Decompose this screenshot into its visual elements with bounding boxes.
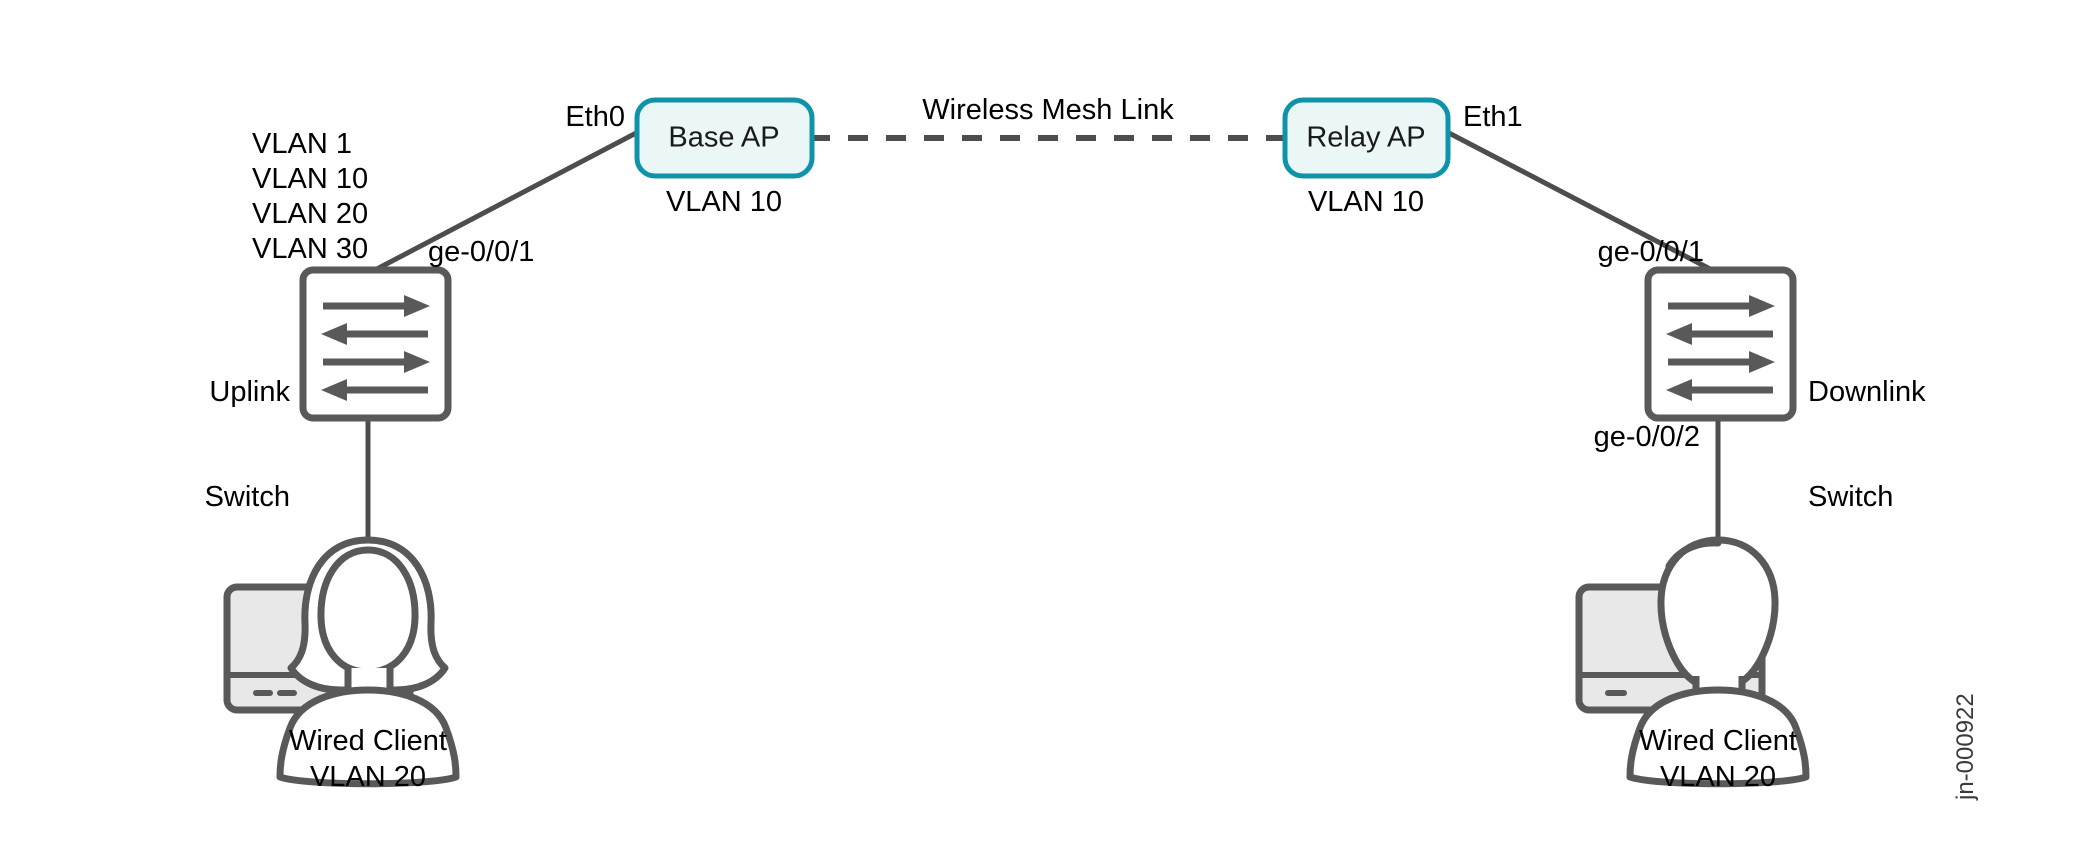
downlink-switch-label-line2: Switch xyxy=(1808,481,1894,513)
base-ap-label: Base AP xyxy=(668,121,780,154)
client-shoulders xyxy=(1626,686,1810,788)
client-head xyxy=(1657,536,1779,690)
relay-ap-label: Relay AP xyxy=(1306,121,1426,154)
vlan-list-item-4: VLAN 30 xyxy=(252,233,369,265)
client-shoulders xyxy=(276,686,460,788)
downlink-switch-uplink-port-label: ge-0/0/1 xyxy=(1597,236,1704,268)
node-relay-ap[interactable] xyxy=(1282,97,1451,179)
downlink-switch-label-line1: Downlink xyxy=(1808,376,1926,408)
right-client-label: Wired Client xyxy=(1639,725,1797,757)
vlan-list-item-3: VLAN 20 xyxy=(252,198,369,230)
client-face xyxy=(317,546,419,676)
icon-uplink-switch[interactable] xyxy=(299,266,452,422)
left-client-label: Wired Client xyxy=(289,725,447,757)
icon-downlink-switch[interactable] xyxy=(1644,266,1797,422)
client-hair xyxy=(1665,539,1722,570)
downlink-switch-access-port-label: ge-0/0/2 xyxy=(1593,421,1700,453)
relay-ap-port-label: Eth1 xyxy=(1463,101,1523,133)
switch-icon-body xyxy=(1644,266,1797,422)
uplink-switch-port-label: ge-0/0/1 xyxy=(428,236,535,268)
relay-ap-vlan-label: VLAN 10 xyxy=(1307,186,1425,218)
icon-right-wired-client[interactable] xyxy=(1575,536,1810,788)
base-ap-box xyxy=(634,97,815,179)
left-client-vlan-label: VLAN 20 xyxy=(309,761,427,793)
switch-icon-body xyxy=(299,266,452,422)
base-ap-vlan-label: VLAN 10 xyxy=(665,186,783,218)
vlan-list-item-1: VLAN 1 xyxy=(252,128,352,160)
watermark-label: jn-000922 xyxy=(1952,693,1979,800)
downlink-switch-label: Downlink Switch xyxy=(1808,305,1926,585)
icon-left-wired-client[interactable] xyxy=(223,536,460,788)
base-ap-port-label: Eth0 xyxy=(565,101,625,133)
uplink-switch-label-line1: Uplink xyxy=(209,376,290,408)
uplink-switch-label: Uplink Switch xyxy=(205,305,290,585)
node-base-ap[interactable] xyxy=(634,97,815,179)
wireless-mesh-link-label: Wireless Mesh Link xyxy=(922,94,1174,126)
vlan-list-item-2: VLAN 10 xyxy=(252,163,369,195)
uplink-switch-label-line2: Switch xyxy=(204,481,290,513)
link-relay-ap-to-downlink-switch xyxy=(1444,129,1715,273)
relay-ap-box xyxy=(1282,97,1451,179)
right-client-vlan-label: VLAN 20 xyxy=(1659,761,1777,793)
link-uplink-switch-to-base-ap xyxy=(372,129,641,273)
